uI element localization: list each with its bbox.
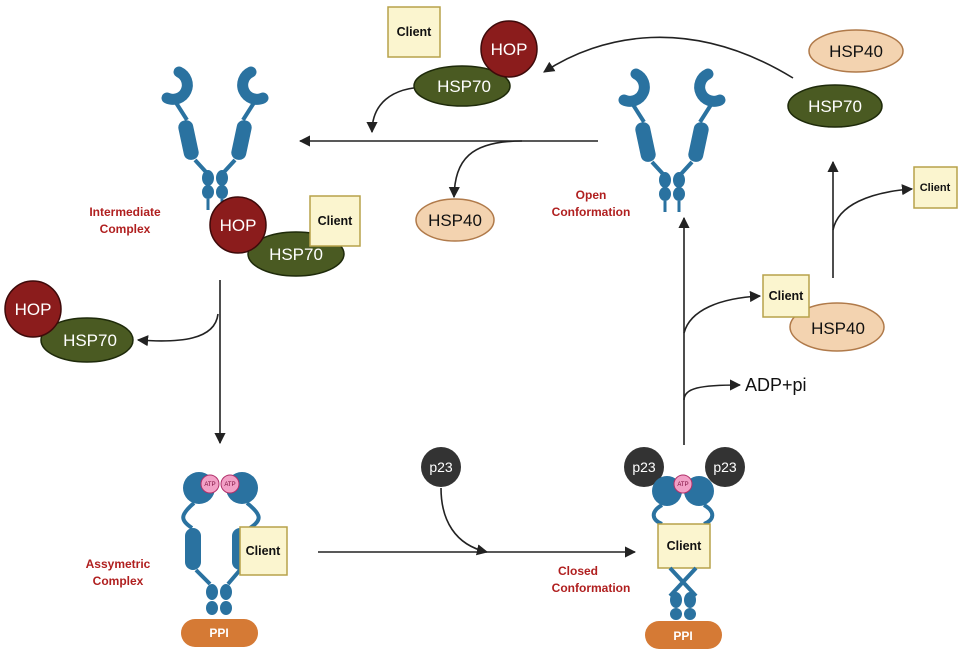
assymetric-complex-label-line1: Assymetric <box>86 557 151 571</box>
intermediate-complex-label-line1: Intermediate <box>89 205 161 219</box>
closed-conformation: p23 p23 ATP Client PPI <box>624 447 745 649</box>
atp-label: ATP <box>224 482 235 488</box>
p23-binding-arrow <box>440 487 489 556</box>
hsp40-ellipse <box>415 198 495 242</box>
hsp90-c-domain <box>670 608 682 620</box>
closed-conformation-label-line2: Conformation <box>552 581 631 595</box>
hsp90-c-domain <box>684 608 696 620</box>
hsp90-middle-domain-left <box>185 528 201 570</box>
ppi-label: PPI <box>209 626 228 640</box>
assymetric-complex-label-line2: Complex <box>93 574 144 588</box>
hsp90-c-domain <box>206 584 218 600</box>
intermediate-complex-partners: HSP70 Client HOP <box>209 195 361 277</box>
atp-label: ATP <box>677 482 688 488</box>
hsp70-label: HSP70 <box>808 97 862 116</box>
atp-molecule <box>200 474 220 494</box>
client-label: Client <box>769 289 805 303</box>
assymetric-complex: ATP ATP Client PPI <box>181 472 288 647</box>
adp-pi-label: ADP+pi <box>745 375 807 395</box>
client-hsp40-complex: HSP40 Client <box>762 274 885 352</box>
hsp90-crossed-linkers <box>668 566 698 598</box>
p23-circle <box>421 447 461 487</box>
client-hop-hsp70-complex: Client HSP70 HOP <box>387 6 538 107</box>
p23-label: p23 <box>429 459 453 475</box>
p23-label: p23 <box>713 459 737 475</box>
hsp90-c-domain <box>684 592 696 608</box>
client-box <box>762 274 810 318</box>
hsp40-label: HSP40 <box>811 319 865 338</box>
hsp70-label: HSP70 <box>437 77 491 96</box>
adp-release-arrow <box>683 379 742 401</box>
hsp90-intermediate-dimer <box>167 72 263 210</box>
hsp70-ellipse <box>40 317 134 363</box>
ppi-pill <box>645 621 722 649</box>
released-client: Client <box>913 166 958 209</box>
client-box <box>387 6 441 58</box>
p23-circle <box>624 447 664 487</box>
hop-circle <box>209 196 267 254</box>
hsp40-label: HSP40 <box>428 211 482 230</box>
hop-label: HOP <box>491 40 528 59</box>
hsp90-c-domain <box>220 601 232 615</box>
open-conformation-label-line2: Conformation <box>552 205 631 219</box>
client-label: Client <box>667 539 703 553</box>
atp-label: ATP <box>204 482 215 488</box>
atp-molecule <box>673 474 693 494</box>
release-hop-hsp70-arrow <box>136 313 219 347</box>
p23-label: p23 <box>632 459 656 475</box>
hsp40-ellipse <box>789 302 885 352</box>
hsp40-label: HSP40 <box>829 42 883 61</box>
hsp40-hsp70-to-hop-arrow <box>543 36 794 79</box>
arrows <box>136 36 914 558</box>
client-label: Client <box>397 25 433 39</box>
hsp70-label: HSP70 <box>63 331 117 350</box>
hsp70-ellipse <box>413 65 511 107</box>
client-label: Client <box>246 544 282 558</box>
hsp70-ellipse <box>787 84 883 128</box>
closed-conformation-label-line1: Closed <box>558 564 598 578</box>
open-conformation-label-line1: Open <box>576 188 607 202</box>
hsp90-linkers <box>651 503 715 526</box>
ppi-pill <box>181 619 258 647</box>
client-label: Client <box>318 214 354 228</box>
intermediate-complex-label-line2: Complex <box>100 222 151 236</box>
ppi-label: PPI <box>673 629 692 643</box>
hsp40-hsp70-complex: HSP40 HSP70 <box>787 29 904 128</box>
client-box <box>913 166 958 209</box>
client-hsp40-binding-arrow <box>683 290 762 334</box>
client-box <box>657 523 711 569</box>
client-transfer-arrow <box>832 184 914 231</box>
hop-label: HOP <box>15 300 52 319</box>
client-box <box>309 195 361 247</box>
release-hsp40-arrow <box>448 140 523 199</box>
hsp70-label: HSP70 <box>269 245 323 264</box>
hop-circle <box>4 280 62 338</box>
p23-circle <box>705 447 745 487</box>
hop-label: HOP <box>220 216 257 235</box>
atp-molecule <box>220 474 240 494</box>
released-hop-hsp70: HSP70 HOP <box>4 280 134 363</box>
hsp90-c-domain <box>220 584 232 600</box>
hsp90-linkers <box>181 501 261 530</box>
released-hsp40: HSP40 <box>415 198 495 242</box>
hsp90-open-dimer <box>624 74 720 212</box>
hsp40-ellipse <box>808 29 904 73</box>
client-box <box>239 526 288 576</box>
hsp90-c-domain <box>670 592 682 608</box>
hop-circle <box>480 20 538 78</box>
hsp90-c-domain <box>206 601 218 615</box>
client-label: Client <box>920 182 951 194</box>
